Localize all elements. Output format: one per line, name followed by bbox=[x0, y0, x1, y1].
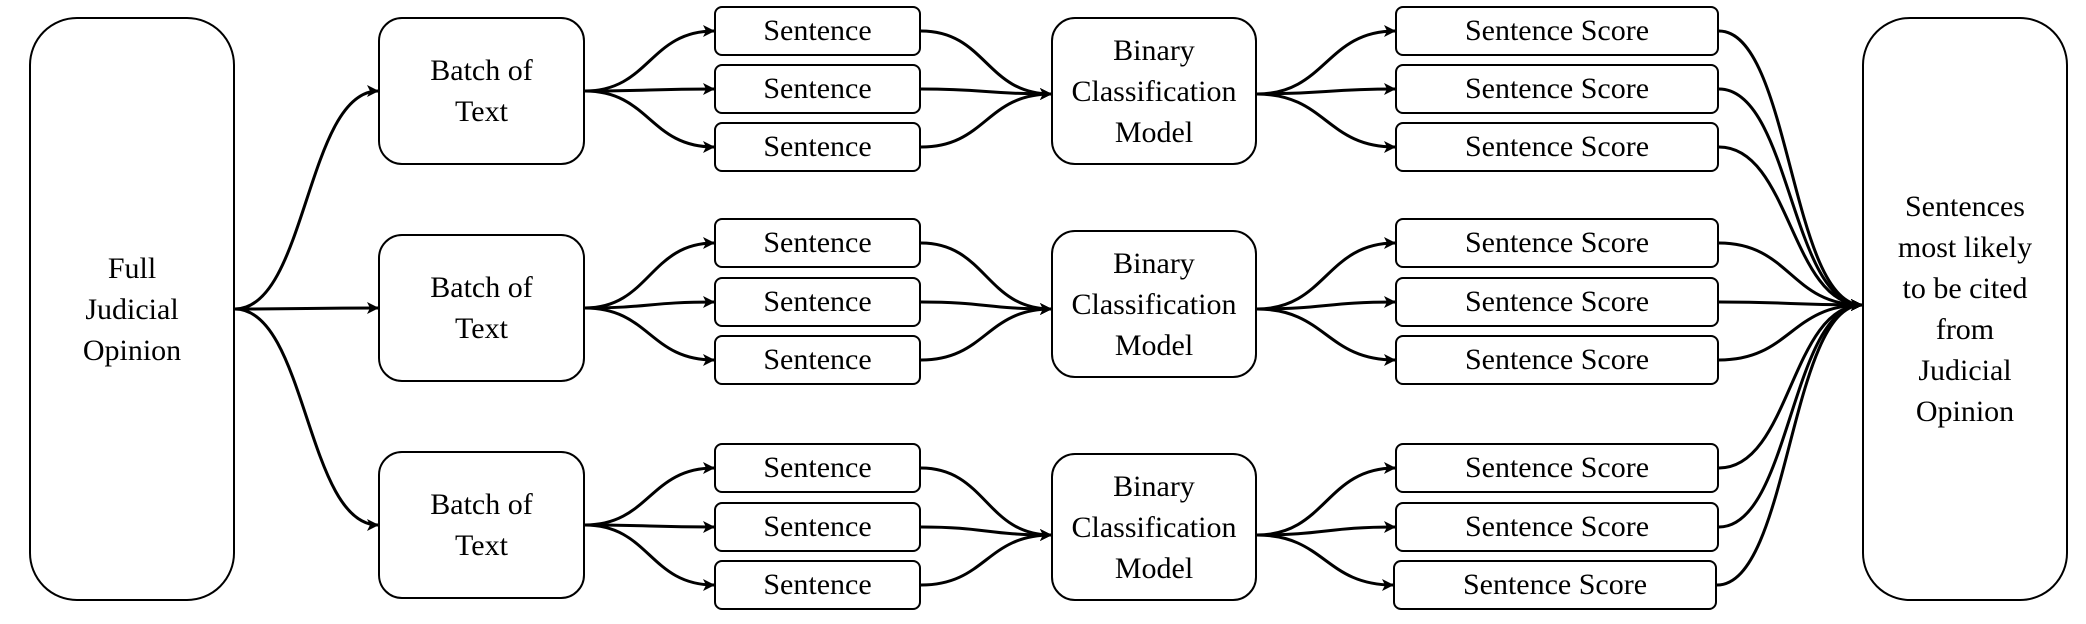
batch-label-3: Batch of Text bbox=[430, 488, 533, 562]
full-judicial-opinion-label: Full Judicial Opinion bbox=[82, 251, 182, 367]
batch-box-3: Batch of Text bbox=[378, 451, 585, 599]
connector-score-3-3-to-target bbox=[1716, 299, 1863, 587]
connector-sentence-2-1-to-model bbox=[920, 241, 1052, 315]
batch-box-2: Batch of Text bbox=[378, 234, 585, 382]
connector-model-2-to-score-3 bbox=[1256, 307, 1396, 366]
sentence-box-3-1: Sentence bbox=[714, 443, 921, 493]
sentence-label: Sentence bbox=[763, 510, 872, 543]
score-label: Sentence Score bbox=[1464, 343, 1650, 376]
score-box-1-2: Sentence Score bbox=[1395, 64, 1719, 114]
sentence-box-1-2: Sentence bbox=[714, 64, 921, 114]
score-label: Sentence Score bbox=[1464, 72, 1650, 105]
sentence-box-3-2: Sentence bbox=[714, 502, 921, 552]
connector-batch-2-to-sentence-3 bbox=[584, 306, 715, 366]
score-label: Sentence Score bbox=[1464, 226, 1650, 259]
score-box-3-2: Sentence Score bbox=[1395, 502, 1719, 552]
connector-sentence-1-3-to-model bbox=[920, 88, 1052, 149]
sentence-label: Sentence bbox=[763, 343, 872, 376]
connector-batch-1-to-sentence-3 bbox=[584, 89, 715, 153]
score-box-1-3: Sentence Score bbox=[1395, 122, 1719, 172]
score-label: Sentence Score bbox=[1464, 510, 1650, 543]
connector-model-1-to-score-1 bbox=[1256, 25, 1396, 96]
connector-score-3-1-to-target bbox=[1718, 299, 1863, 470]
connector-batch-1-to-sentence-1 bbox=[584, 25, 715, 93]
connector-batch-2-to-sentence-1 bbox=[584, 237, 715, 310]
connector-score-1-2-to-target bbox=[1718, 87, 1863, 311]
connector-model-3-to-score-2 bbox=[1256, 521, 1396, 537]
score-box-2-2: Sentence Score bbox=[1395, 277, 1719, 327]
sentence-box-2-1: Sentence bbox=[714, 218, 921, 268]
score-label: Sentence Score bbox=[1464, 451, 1650, 484]
connector-score-1-3-to-target bbox=[1718, 145, 1863, 311]
cited-sentences-label: Sentences most likely to be cited from J… bbox=[1897, 190, 2033, 428]
connector-source-to-batch-3 bbox=[234, 307, 379, 531]
model-label-2: Binary Classification Model bbox=[1071, 246, 1237, 362]
connector-score-3-2-to-target bbox=[1718, 299, 1863, 529]
connector-sentence-3-1-to-model bbox=[920, 466, 1052, 541]
score-label: Sentence Score bbox=[1464, 130, 1650, 163]
sentence-label: Sentence bbox=[763, 226, 872, 259]
connector-batch-3-to-sentence-2 bbox=[584, 520, 715, 533]
full-judicial-opinion-box: Full Judicial Opinion bbox=[29, 17, 235, 601]
connector-model-1-to-score-3 bbox=[1256, 92, 1396, 153]
cited-sentences-box: Sentences most likely to be cited from J… bbox=[1862, 17, 2068, 601]
score-box-3-1: Sentence Score bbox=[1395, 443, 1719, 493]
connector-model-3-to-score-1 bbox=[1256, 462, 1396, 537]
connector-batch-3-to-sentence-3 bbox=[584, 523, 715, 591]
connector-batch-1-to-sentence-2 bbox=[584, 83, 715, 96]
model-label-1: Binary Classification Model bbox=[1071, 33, 1237, 149]
connector-sentence-1-1-to-model bbox=[920, 29, 1052, 100]
score-label: Sentence Score bbox=[1464, 285, 1650, 318]
connector-batch-2-to-sentence-2 bbox=[584, 296, 715, 310]
connector-score-1-1-to-target bbox=[1718, 29, 1863, 311]
sentence-box-3-3: Sentence bbox=[714, 560, 921, 610]
sentence-box-2-3: Sentence bbox=[714, 335, 921, 385]
score-box-1-1: Sentence Score bbox=[1395, 6, 1719, 56]
sentence-label: Sentence bbox=[763, 130, 872, 163]
score-box-2-1: Sentence Score bbox=[1395, 218, 1719, 268]
connector-source-to-batch-2 bbox=[234, 302, 379, 315]
connector-sentence-2-2-to-model bbox=[920, 300, 1052, 315]
connector-score-2-1-to-target bbox=[1718, 241, 1863, 311]
sentence-label: Sentence bbox=[763, 72, 872, 105]
connector-score-2-2-to-target bbox=[1718, 298, 1863, 311]
score-box-2-3: Sentence Score bbox=[1395, 335, 1719, 385]
model-box-2: Binary Classification Model bbox=[1051, 230, 1257, 378]
connector-model-2-to-score-2 bbox=[1256, 296, 1396, 311]
sentence-label: Sentence bbox=[763, 285, 872, 318]
score-label: Sentence Score bbox=[1462, 568, 1648, 601]
connector-batch-3-to-sentence-1 bbox=[584, 462, 715, 527]
sentence-box-1-3: Sentence bbox=[714, 122, 921, 172]
sentence-label: Sentence bbox=[763, 568, 872, 601]
sentence-label: Sentence bbox=[763, 451, 872, 484]
sentence-box-2-2: Sentence bbox=[714, 277, 921, 327]
connector-model-2-to-score-1 bbox=[1256, 237, 1396, 311]
connector-model-1-to-score-2 bbox=[1256, 83, 1396, 96]
score-label: Sentence Score bbox=[1464, 14, 1650, 47]
connector-model-3-to-score-3 bbox=[1256, 533, 1394, 591]
sentence-box-1-1: Sentence bbox=[714, 6, 921, 56]
model-box-3: Binary Classification Model bbox=[1051, 453, 1257, 601]
sentence-label: Sentence bbox=[763, 14, 872, 47]
connector-source-to-batch-1 bbox=[234, 85, 379, 311]
batch-label-2: Batch of Text bbox=[430, 271, 533, 345]
connector-sentence-3-2-to-model bbox=[920, 525, 1052, 541]
score-box-3-3: Sentence Score bbox=[1393, 560, 1717, 610]
connector-sentence-2-3-to-model bbox=[920, 303, 1052, 362]
connector-sentence-3-3-to-model bbox=[920, 529, 1052, 587]
batch-box-1: Batch of Text bbox=[378, 17, 585, 165]
batch-label-1: Batch of Text bbox=[430, 54, 533, 128]
model-box-1: Binary Classification Model bbox=[1051, 17, 1257, 165]
model-label-3: Binary Classification Model bbox=[1071, 469, 1237, 585]
connector-sentence-1-2-to-model bbox=[920, 87, 1052, 100]
connector-score-2-3-to-target bbox=[1718, 299, 1863, 362]
